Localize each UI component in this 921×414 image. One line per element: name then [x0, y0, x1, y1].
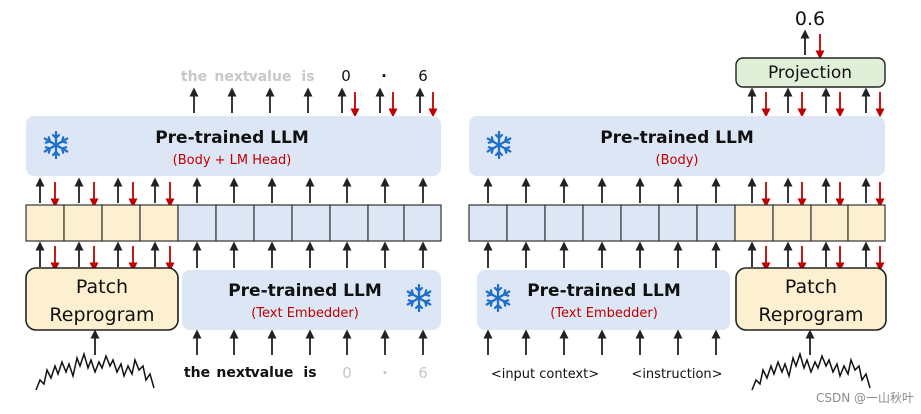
- right-output-arrows: [800, 29, 825, 60]
- right-instruction-label: <instruction>: [631, 367, 722, 382]
- right-llm-box: [469, 116, 885, 176]
- left-time-series-icon: [35, 351, 155, 391]
- left-bottom-token-value: value: [251, 365, 294, 381]
- right-llm-subtitle: (Body): [656, 153, 699, 168]
- left-patch-token: [101, 204, 141, 242]
- left-top-token-next: next: [214, 69, 249, 85]
- right-projection-label: Projection: [768, 63, 852, 83]
- left-lower-arrows: [35, 241, 428, 272]
- right-patch-label-line1: Patch: [785, 276, 837, 298]
- left-bottom-token-the: the: [184, 365, 210, 381]
- left-patch-label-line1: Patch: [76, 276, 128, 298]
- left-mid-arrows: [35, 177, 428, 208]
- right-time-series-icon: [751, 351, 871, 391]
- left-text-token: [177, 204, 217, 242]
- right-patch-token: [734, 204, 774, 242]
- left-bottom-token-0: 0: [342, 364, 352, 382]
- right-embedder-subtitle: (Text Embedder): [550, 306, 658, 321]
- right-text-token: [696, 204, 736, 242]
- right-panel: 0.6 Projection Pre-trained LLM (Body): [468, 8, 914, 405]
- right-top-arrows: [747, 87, 885, 118]
- left-patch-token: [139, 204, 179, 242]
- left-text-token: [215, 204, 255, 242]
- left-bottom-tokens: the next value is 0 · 6: [184, 364, 428, 382]
- left-top-token-6: 6: [418, 67, 428, 85]
- right-input-context-label: <input context>: [491, 367, 599, 382]
- right-embedder-box: [477, 270, 730, 330]
- left-text-token: [291, 204, 331, 242]
- left-top-arrows: [189, 87, 438, 118]
- right-patch-token: [847, 204, 886, 242]
- left-top-token-0: 0: [341, 67, 351, 85]
- left-text-token: [253, 204, 293, 242]
- right-llm-title: Pre-trained LLM: [600, 128, 754, 148]
- left-bottom-token-dot: ·: [382, 364, 388, 382]
- right-input-arrows: [483, 329, 815, 355]
- left-text-token: [329, 204, 369, 242]
- left-top-token-the: the: [181, 69, 207, 85]
- left-bottom-token-6: 6: [418, 364, 428, 382]
- left-embedder-subtitle: (Text Embedder): [251, 306, 359, 321]
- right-projection-box: [735, 57, 886, 88]
- right-patch-token: [810, 204, 849, 242]
- left-embedder-box: [182, 270, 441, 330]
- left-patch-label-line2: Reprogram: [49, 304, 154, 326]
- left-llm-title: Pre-trained LLM: [155, 128, 309, 148]
- right-mid-arrows: [483, 177, 885, 208]
- left-patch-token: [63, 204, 103, 242]
- right-lower-arrows: [483, 241, 885, 272]
- left-top-token-value: value: [249, 69, 292, 85]
- left-top-tokens: the next value is 0 · 6: [181, 67, 428, 85]
- left-input-arrows: [90, 329, 428, 355]
- right-text-token: [544, 204, 584, 242]
- left-token-row: [25, 204, 442, 242]
- watermark-text: CSDN @一山秋叶: [816, 391, 914, 405]
- left-bottom-token-is: is: [303, 365, 316, 381]
- left-top-token-is: is: [301, 69, 314, 85]
- left-text-token: [367, 204, 405, 242]
- left-llm-subtitle: (Body + LM Head): [173, 153, 292, 168]
- left-patch-reprogram-box: [25, 267, 179, 331]
- right-text-token: [582, 204, 622, 242]
- left-top-token-dot: ·: [381, 67, 387, 85]
- right-patch-token: [772, 204, 812, 242]
- left-panel: the next value is 0 · 6 Pre-trained LLM …: [25, 67, 442, 391]
- right-token-row: [468, 204, 886, 242]
- left-patch-token: [25, 204, 65, 242]
- right-patch-label-line2: Reprogram: [758, 304, 863, 326]
- right-text-token: [468, 204, 508, 242]
- left-bottom-token-next: next: [216, 365, 251, 381]
- right-text-token: [506, 204, 546, 242]
- left-embedder-title: Pre-trained LLM: [228, 281, 382, 301]
- right-embedder-title: Pre-trained LLM: [527, 281, 681, 301]
- right-text-token: [620, 204, 660, 242]
- left-text-token: [403, 204, 442, 242]
- right-text-token: [658, 204, 698, 242]
- left-llm-box: [26, 116, 441, 176]
- right-output-value: 0.6: [795, 8, 825, 30]
